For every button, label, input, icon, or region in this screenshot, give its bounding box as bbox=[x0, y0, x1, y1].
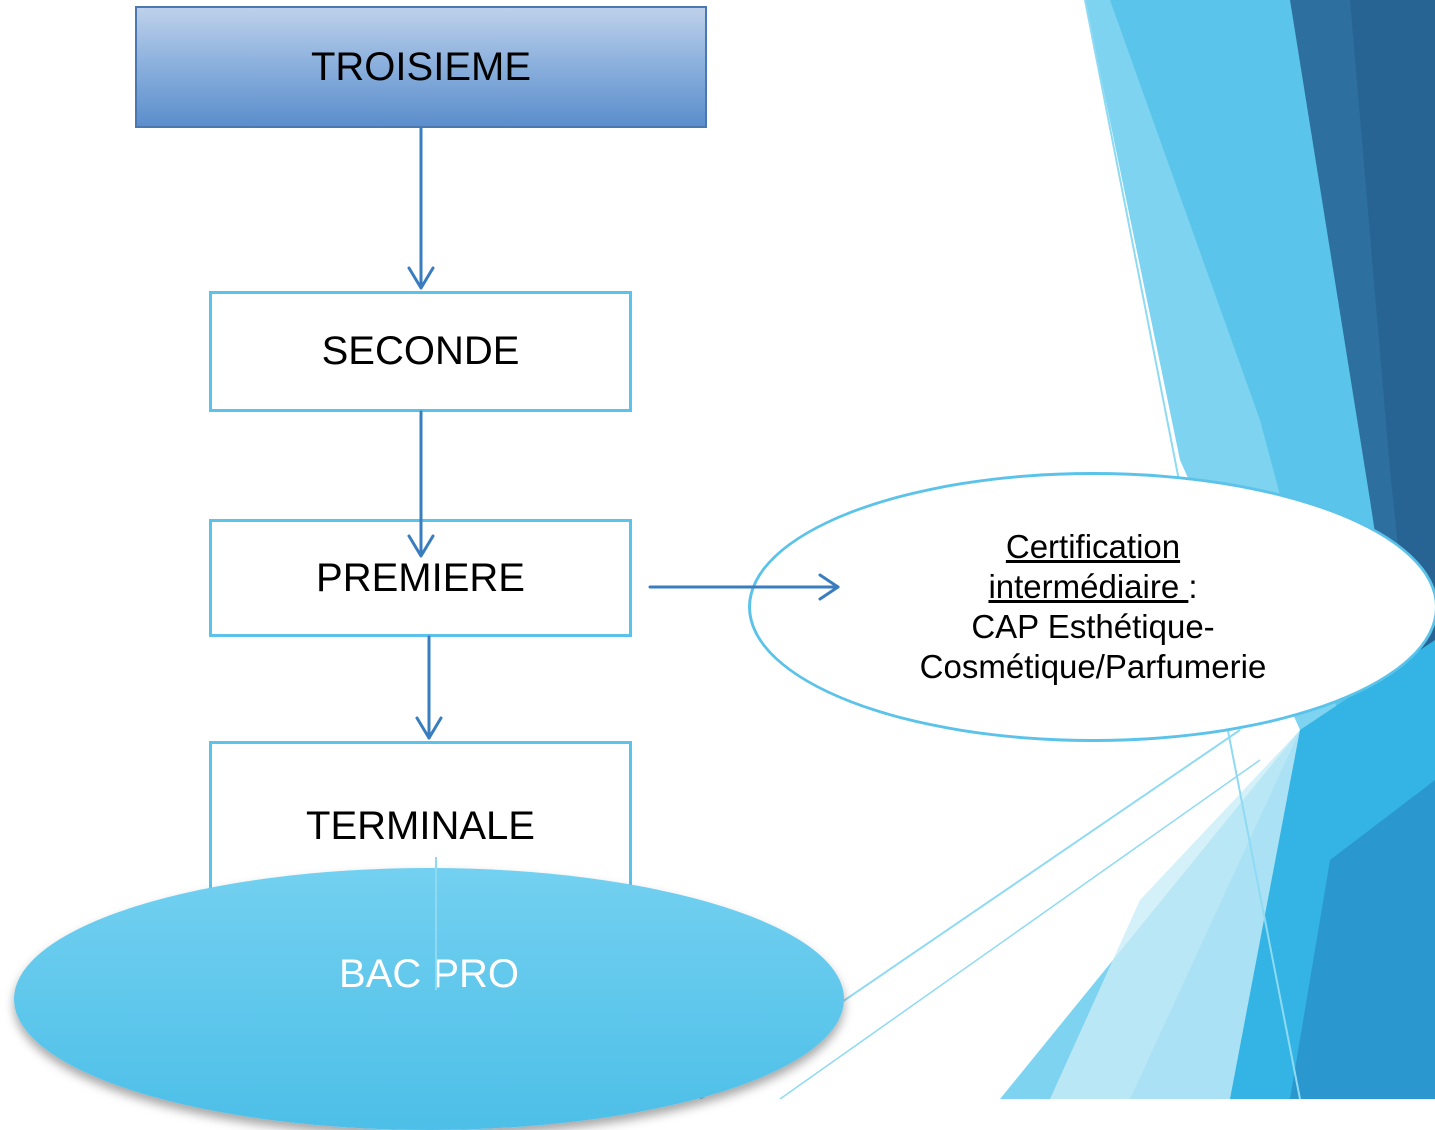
certification-line4: Cosmétique/Parfumerie bbox=[919, 648, 1267, 685]
slide-background-decoration bbox=[699, 0, 1435, 1099]
node-terminale-label: TERMINALE bbox=[306, 804, 535, 848]
node-seconde: SECONDE bbox=[209, 291, 632, 412]
decor-thin-line-3 bbox=[779, 759, 1261, 1099]
certification-colon: : bbox=[1188, 568, 1198, 605]
node-troisieme: TROISIEME bbox=[135, 6, 707, 128]
node-certification: Certification intermédiaire : CAP Esthét… bbox=[748, 472, 1435, 742]
node-premiere-label: PREMIERE bbox=[316, 555, 525, 600]
node-premiere: PREMIERE bbox=[209, 519, 632, 637]
certification-line2: intermédiaire bbox=[988, 568, 1189, 605]
certification-line1: Certification bbox=[1005, 528, 1181, 565]
node-bac-pro-label: BAC PRO bbox=[338, 951, 520, 996]
decor-blue-wedge bbox=[1290, 780, 1435, 1099]
node-troisieme-label: TROISIEME bbox=[310, 44, 532, 89]
node-bac-pro: BAC PRO bbox=[14, 868, 844, 1130]
decor-pale-wedge bbox=[1050, 730, 1300, 1099]
node-seconde-label: SECONDE bbox=[321, 329, 520, 373]
certification-line3: CAP Esthétique- bbox=[971, 608, 1215, 645]
